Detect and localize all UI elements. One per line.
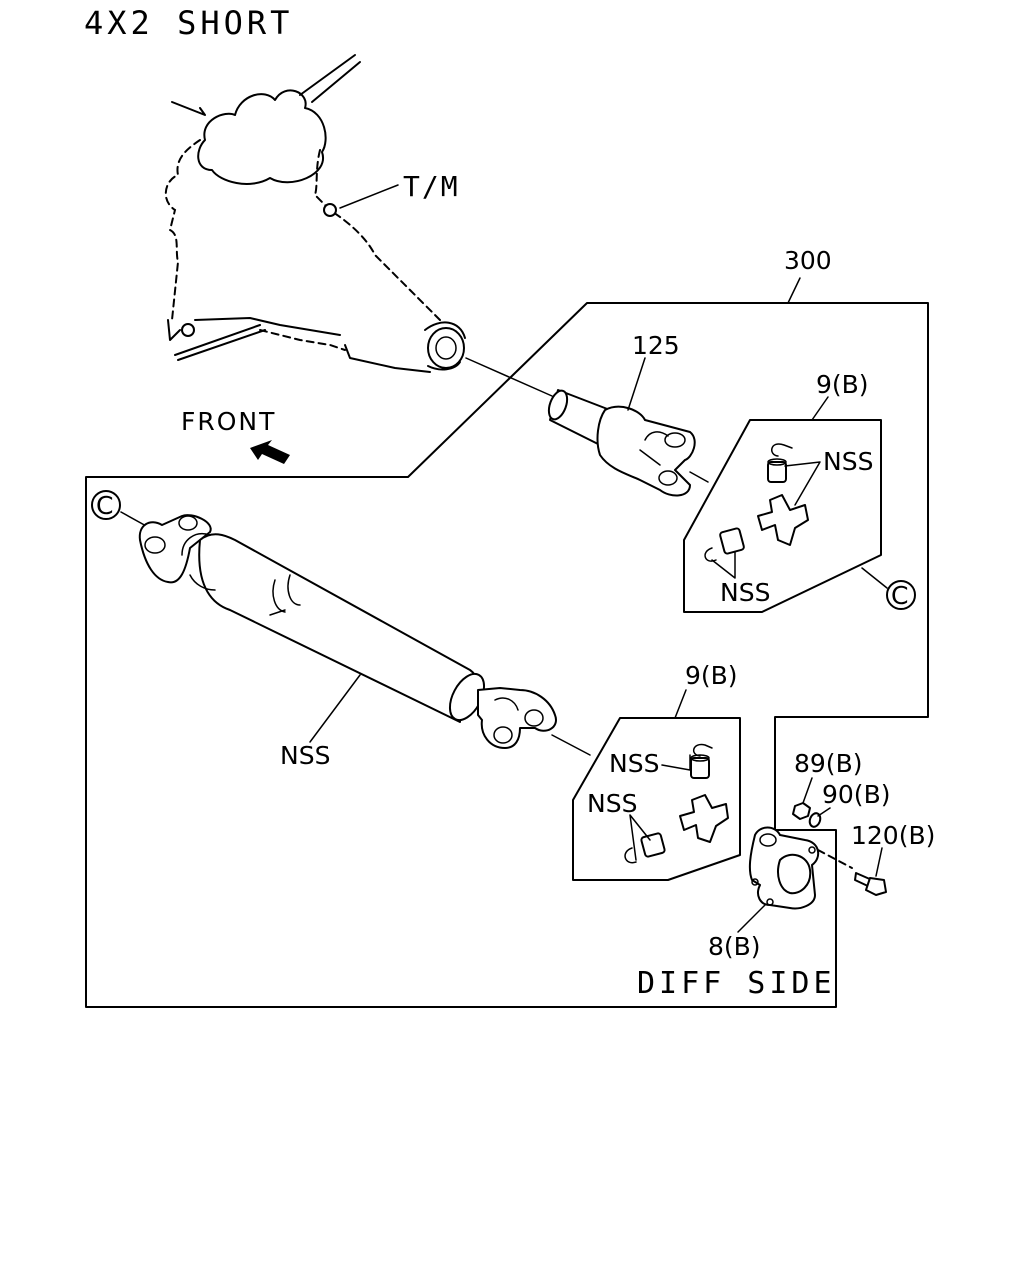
nut-part xyxy=(792,802,811,820)
front-arrow-icon xyxy=(250,440,290,464)
reference-c-left: C xyxy=(91,490,149,528)
shaft-nss-leader xyxy=(309,674,361,743)
companion-flange xyxy=(748,826,820,910)
upper-nss-b-leader xyxy=(711,551,736,579)
assembly-leader xyxy=(787,277,801,304)
shaft-nss: NSS xyxy=(280,741,330,770)
upper-nss-a: NSS xyxy=(823,447,873,476)
upper-nss-b: NSS xyxy=(720,578,770,607)
sleeve-yoke xyxy=(547,389,696,497)
flange-leader xyxy=(737,904,766,933)
lower-joint-kit-number: 9(B) xyxy=(685,661,738,690)
bolt-leader xyxy=(875,847,883,877)
bolt-axis xyxy=(817,849,853,869)
upper-nss-a-leader xyxy=(784,461,821,506)
lower-nss-b: NSS xyxy=(587,789,637,818)
tm-label: T/M xyxy=(403,170,460,203)
front-label: FRONT xyxy=(181,407,276,436)
assembly-number: 300 xyxy=(784,246,832,275)
upper-joint-kit-number: 9(B) xyxy=(816,370,869,399)
tm-yoke-connector xyxy=(465,357,553,397)
washer-number: 90(B) xyxy=(822,780,890,809)
reference-c-right: C xyxy=(861,567,916,610)
yoke-joint-connector xyxy=(689,471,709,483)
propeller-shaft-tube xyxy=(138,514,557,749)
svg-text:C: C xyxy=(891,581,908,610)
upper-joint-kit-box xyxy=(683,419,882,613)
yoke-number: 125 xyxy=(632,331,680,360)
lower-joint-kit-box xyxy=(572,717,741,881)
lower-nss-b-leader xyxy=(629,814,651,861)
bolt-number: 120(B) xyxy=(851,821,935,850)
upper-joint-kit-leader xyxy=(811,396,829,421)
yoke-leader xyxy=(627,357,646,411)
lower-nss-a: NSS xyxy=(609,749,659,778)
bolt-part xyxy=(854,872,887,896)
assembly-group-outline xyxy=(85,302,929,1008)
lower-nss-a-leader xyxy=(661,754,691,771)
diagram-title: 4X2 SHORT xyxy=(84,4,293,42)
shaft-joint-connector xyxy=(551,734,591,756)
nut-leader xyxy=(802,777,813,804)
tm-leader xyxy=(339,184,399,209)
diff-side-label: DIFF SIDE xyxy=(637,966,836,1001)
svg-text:C: C xyxy=(96,491,113,520)
transmission-outline xyxy=(164,54,466,373)
washer-leader xyxy=(817,807,831,817)
lower-spider-parts xyxy=(624,743,729,864)
upper-spider-parts xyxy=(704,443,809,562)
nut-number: 89(B) xyxy=(794,749,862,778)
flange-number: 8(B) xyxy=(708,932,761,961)
lower-joint-kit-leader xyxy=(674,689,687,719)
